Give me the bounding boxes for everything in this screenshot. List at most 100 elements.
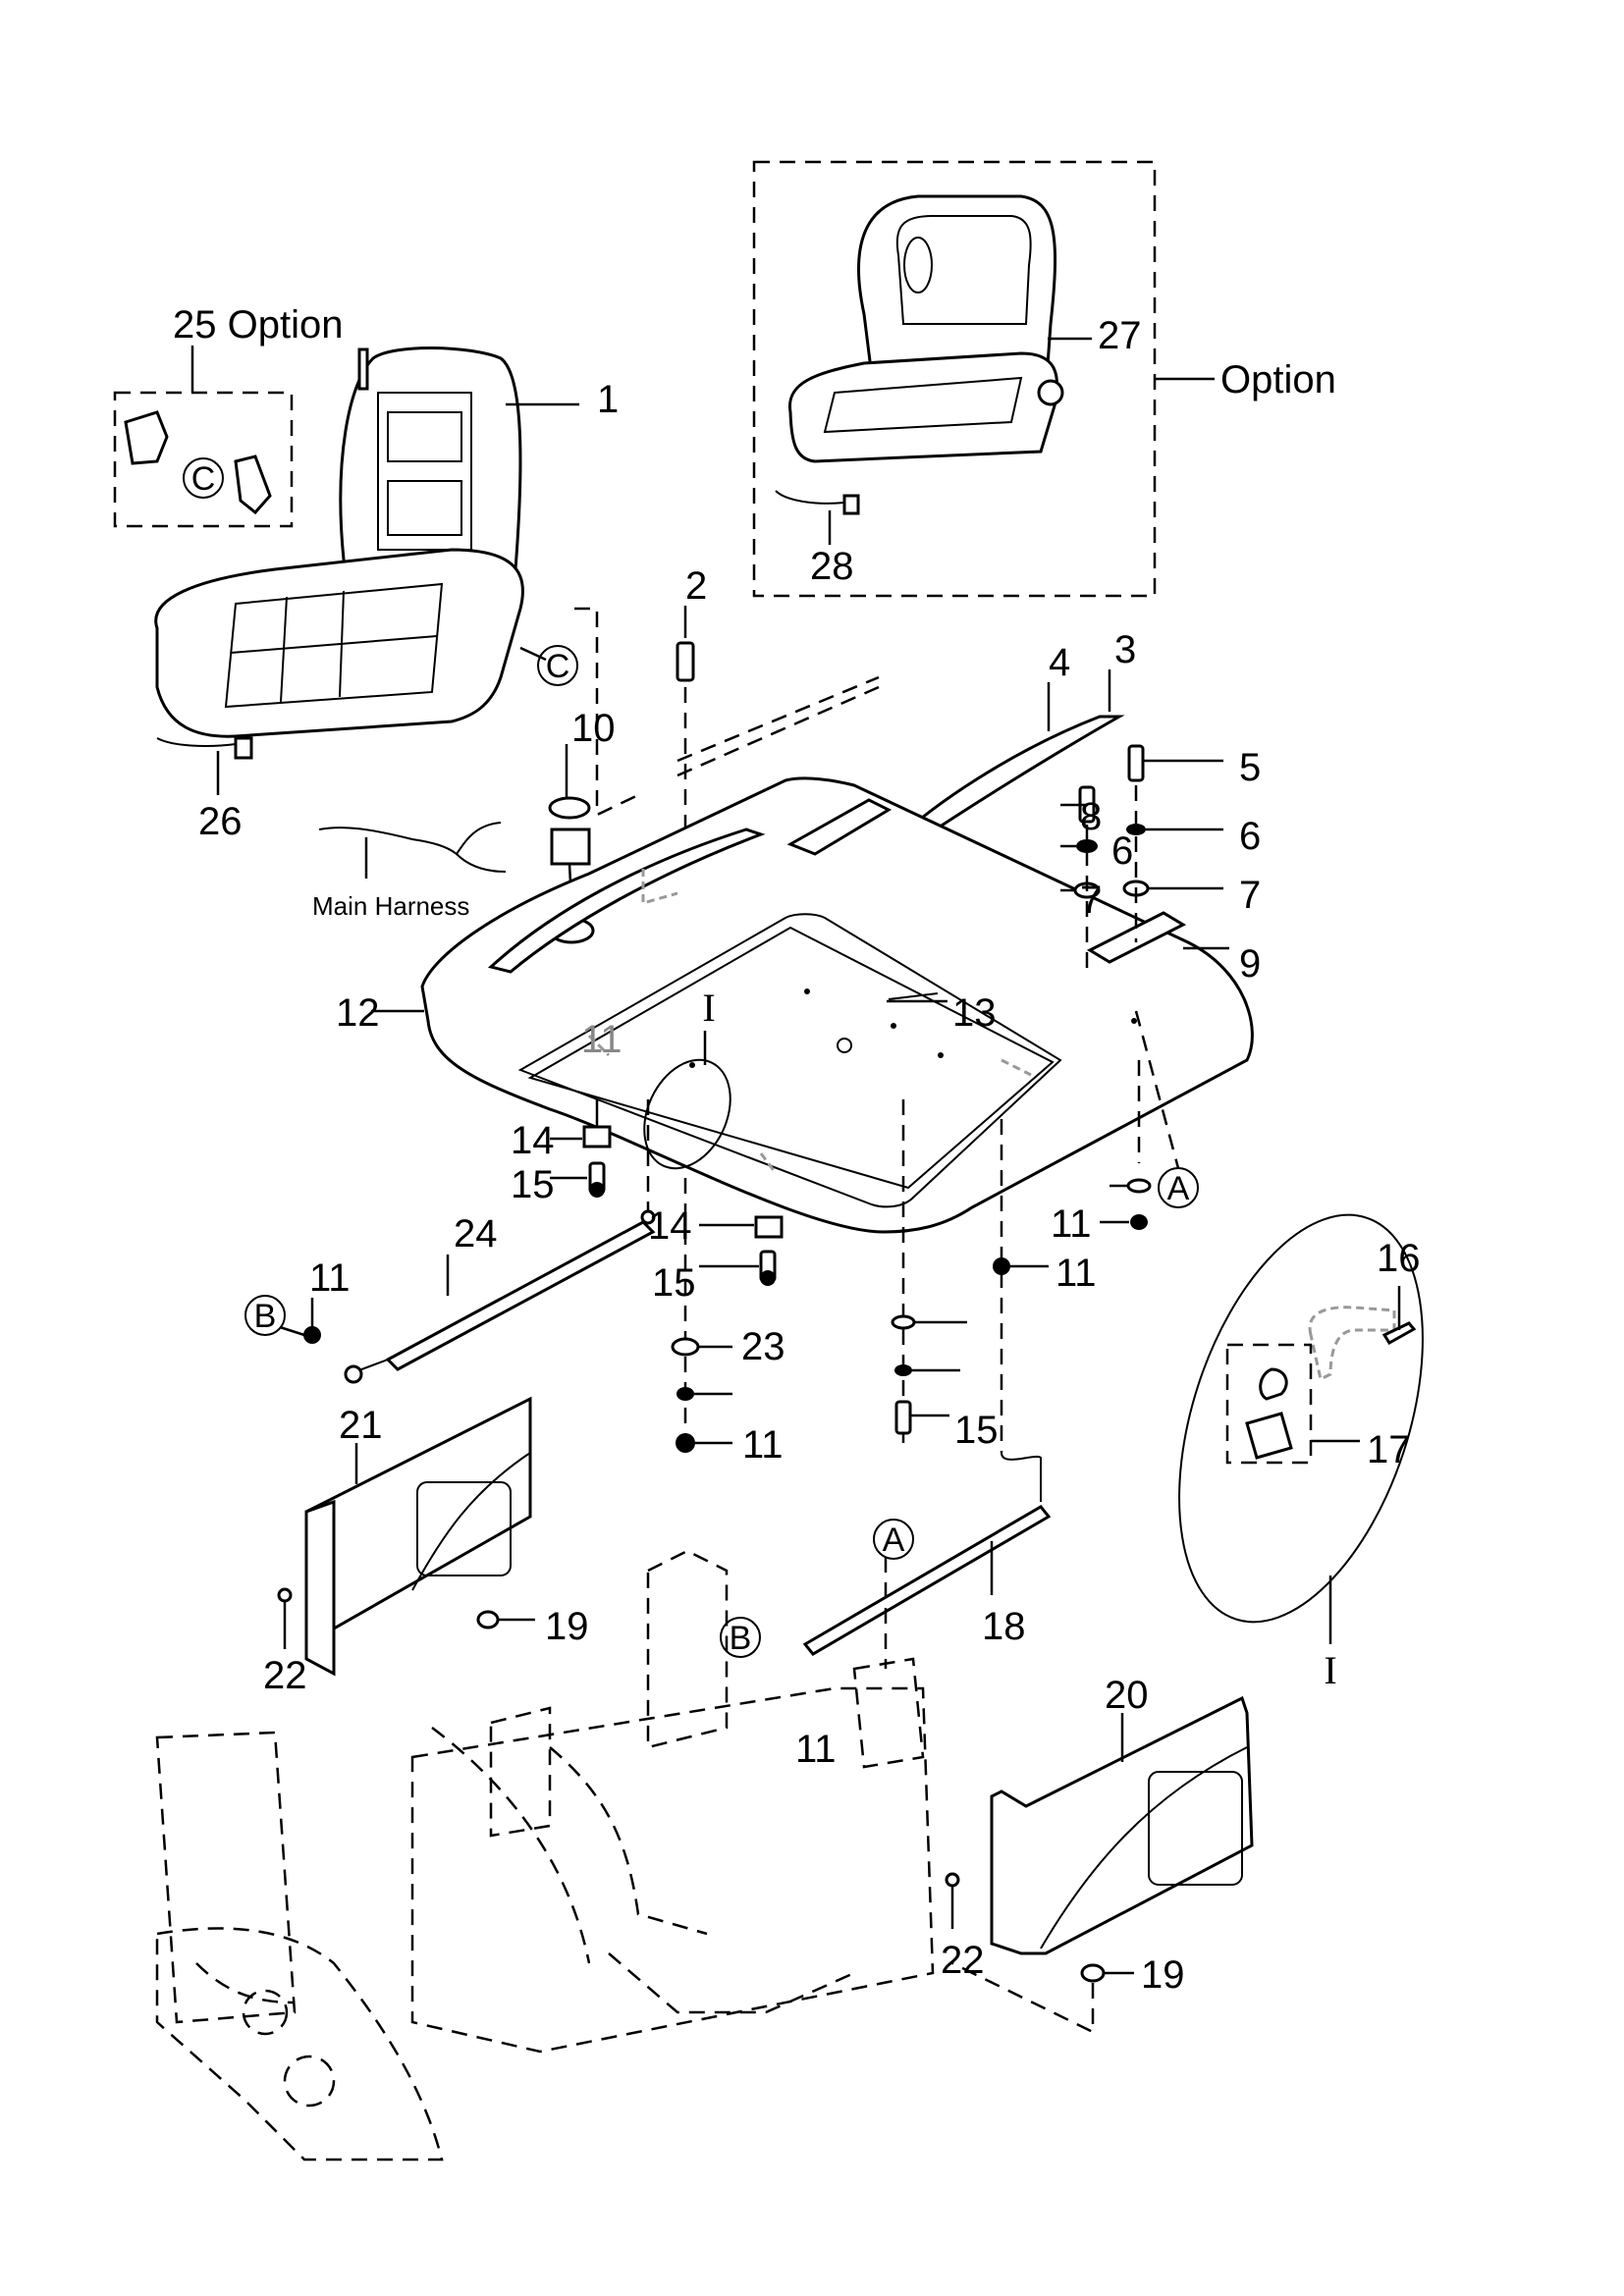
- rail-4: [890, 669, 1125, 846]
- callout-c1: 1: [597, 378, 619, 421]
- callout-c17: 17: [1367, 1428, 1411, 1471]
- ref-marker-circle: [537, 645, 578, 686]
- main-harness: Main Harness: [312, 822, 507, 921]
- callout-c16: 16: [1377, 1237, 1421, 1280]
- chassis-frame: [155, 1549, 935, 2162]
- callout-c14b: 14: [648, 1204, 692, 1248]
- callout-c15b: 15: [652, 1261, 696, 1305]
- detail-I-ellipse: [1178, 1213, 1424, 1624]
- hood-rail-left: [487, 828, 766, 974]
- right-stack-damper-18: [802, 1099, 1052, 1669]
- key-switch-10: [548, 744, 591, 904]
- callout-c14a: 14: [511, 1119, 555, 1162]
- left-damper-group: [279, 1099, 784, 1384]
- callout-c27: 27: [1098, 314, 1142, 357]
- belt-retractor: [124, 410, 169, 465]
- ref-marker-letter: B: [254, 1298, 277, 1335]
- seat-switch-26: [156, 736, 253, 795]
- option-box-label: Option: [1220, 358, 1336, 401]
- ref-marker-letter: A: [883, 1522, 905, 1559]
- callout-c11f: 11: [795, 1728, 837, 1771]
- option-25-label: 25 Option: [173, 303, 343, 347]
- ref-marker-letter: B: [730, 1620, 752, 1657]
- callout-c13: 13: [952, 991, 997, 1035]
- detail-circle-I: [643, 1058, 731, 1170]
- callout-c21: 21: [339, 1404, 383, 1447]
- gas-damper-24: [385, 1220, 656, 1371]
- callout-c11b: 11: [1051, 1202, 1092, 1246]
- callout-c11a: 11: [581, 1018, 623, 1061]
- callout-c15a: 15: [511, 1163, 555, 1206]
- callout-c2: 2: [685, 564, 707, 608]
- seat-switch-28: [775, 490, 860, 545]
- callout-c5: 5: [1239, 746, 1261, 789]
- callout-c15c: 15: [954, 1409, 999, 1452]
- callout-c11d: 11: [742, 1423, 784, 1467]
- optional-seat-group: Option: [752, 160, 1336, 598]
- ref-marker-circle: [720, 1617, 761, 1658]
- callout-c8: 8: [1080, 795, 1102, 838]
- callout-c19b: 19: [1141, 1953, 1185, 1997]
- ghost-bracket: [1001, 1058, 1032, 1077]
- callout-c11e: 11: [1056, 1252, 1097, 1295]
- side-cover-20: [945, 1695, 1254, 2035]
- ref-marker-circle: [244, 1295, 286, 1336]
- side-cover-21: [277, 1396, 535, 1677]
- ref-marker-letter: C: [191, 460, 216, 498]
- belt-buckle: [234, 454, 272, 515]
- callout-c3: 3: [1114, 628, 1136, 671]
- hinge-left: [786, 798, 893, 856]
- ref-marker-C1: C: [183, 457, 224, 499]
- callout-c28: 28: [810, 545, 854, 588]
- callout-c11c: 11: [309, 1256, 351, 1300]
- ghost-bracket: [587, 1034, 611, 1057]
- ref-marker-letter: C: [546, 648, 570, 685]
- reference-markers: A A B B C C: [183, 457, 1199, 1658]
- callout-c7b: 7: [1239, 874, 1261, 917]
- ref-marker-letter: A: [1167, 1170, 1190, 1207]
- callout-c6a: 6: [1111, 829, 1133, 873]
- ref-marker-B2: B: [720, 1617, 761, 1658]
- ref-marker-circle: [183, 457, 224, 499]
- hood-12: [371, 776, 1254, 1234]
- ghost-bracket: [759, 1152, 778, 1174]
- ref-marker-circle: [873, 1519, 914, 1560]
- ref-marker-B1: B: [244, 1295, 286, 1336]
- option-25-box: [113, 391, 294, 528]
- ghost-bracket: [641, 869, 678, 905]
- ref-marker-circle: [1158, 1167, 1199, 1208]
- hinge-9: [1086, 911, 1187, 964]
- callout-c22a: 22: [263, 1654, 307, 1697]
- callout-c10: 10: [571, 707, 616, 750]
- callout-c9: 9: [1239, 942, 1261, 986]
- center-stack: [671, 1178, 732, 1453]
- callout-c6b: 6: [1239, 815, 1261, 858]
- callout-c12: 12: [336, 991, 380, 1035]
- callout-c20: 20: [1105, 1674, 1149, 1717]
- detail-marker-I1: I: [702, 986, 715, 1030]
- rail-rods: [677, 675, 880, 777]
- main-harness-label: Main Harness: [312, 891, 469, 921]
- detail-marker-I2: I: [1324, 1648, 1336, 1692]
- callout-c26: 26: [198, 800, 243, 843]
- detail-markers: II: [702, 986, 1336, 1692]
- fastener-stack-right: [1060, 744, 1223, 1169]
- ref-marker-A1: A: [1158, 1167, 1199, 1208]
- fastener-stack-hood-right: [1100, 1060, 1152, 1230]
- gas-damper-18: [802, 1505, 1052, 1656]
- detail-I-view: [1178, 1213, 1424, 1644]
- seat-belt-option-group: 25 Option: [113, 303, 343, 528]
- callout-c19a: 19: [545, 1605, 589, 1648]
- callout-c24: 24: [454, 1212, 498, 1255]
- callout-c7a: 7: [1080, 879, 1102, 922]
- callout-c18: 18: [982, 1605, 1026, 1648]
- seat-1: [154, 347, 579, 738]
- callout-c22b: 22: [941, 1939, 985, 1982]
- callout-c4: 4: [1049, 641, 1070, 684]
- optional-seat-27: [787, 194, 1092, 463]
- callout-c23: 23: [741, 1325, 785, 1368]
- ref-marker-A2: A: [873, 1519, 914, 1560]
- seat-mount-leader: [574, 607, 639, 817]
